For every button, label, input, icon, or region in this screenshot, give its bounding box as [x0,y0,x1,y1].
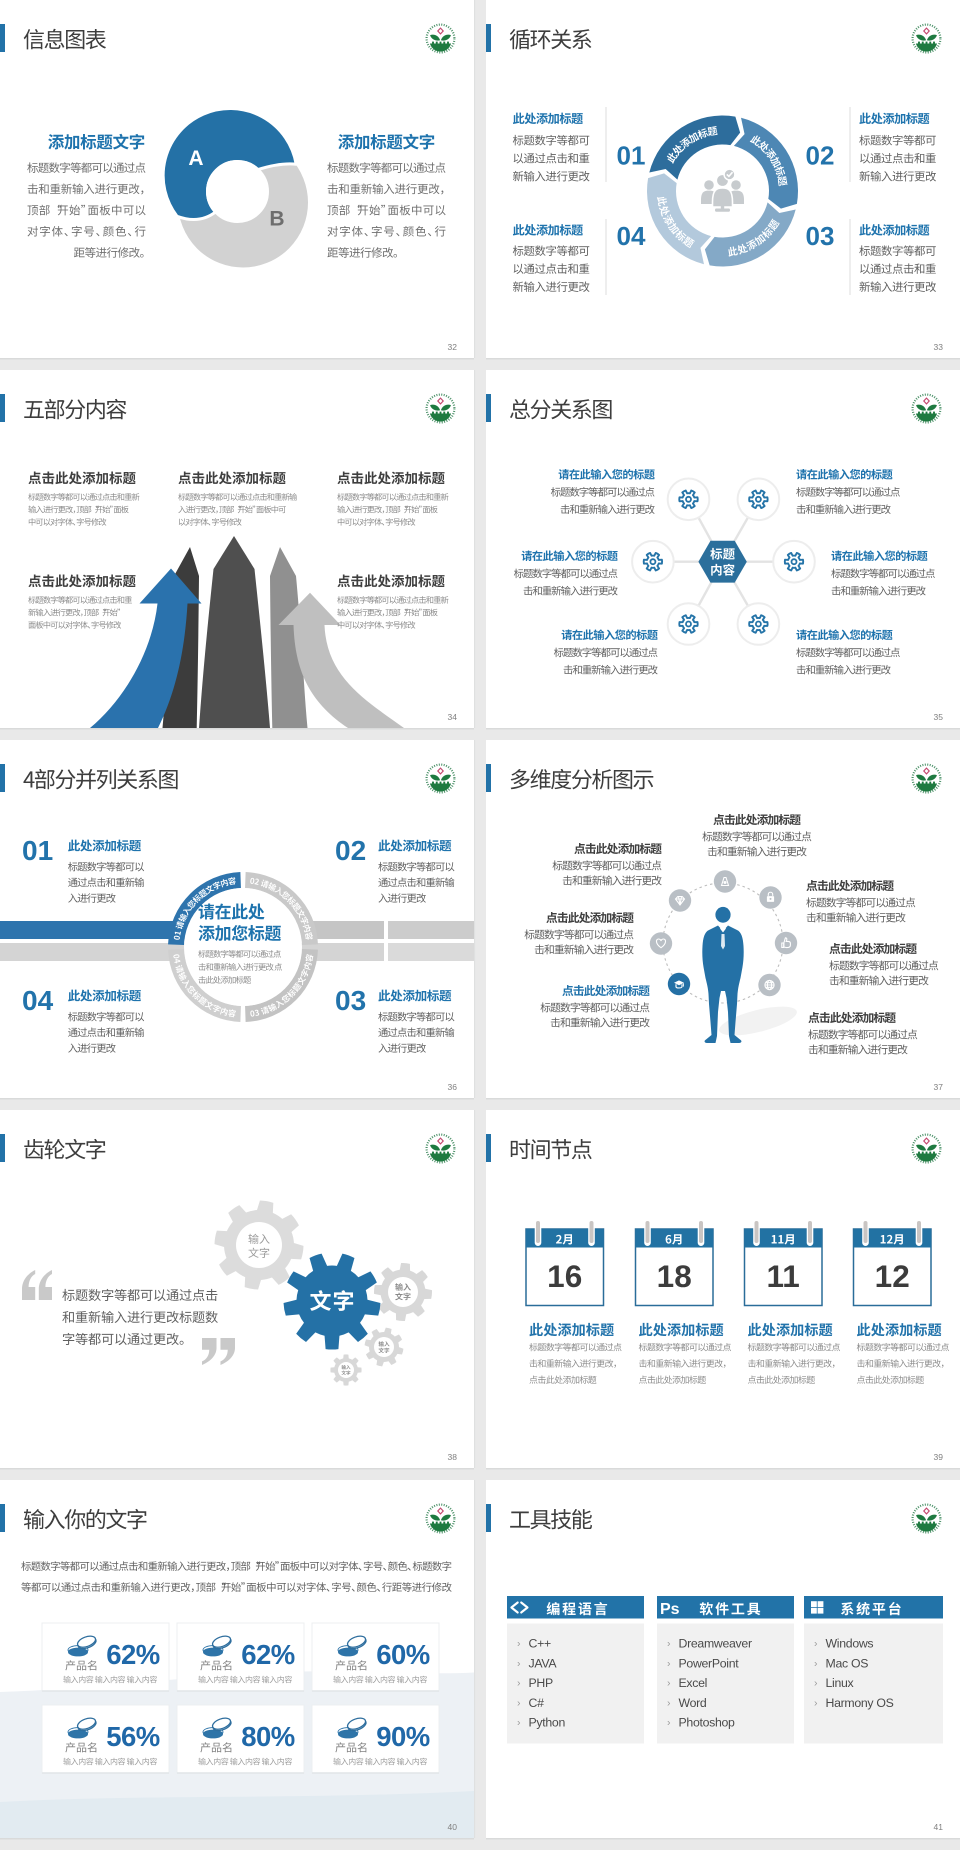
svg-text:Linux: Linux [826,1676,855,1690]
svg-text:80%: 80% [241,1721,295,1752]
svg-text:›: › [517,1717,521,1729]
svg-text:03: 03 [806,221,835,251]
svg-text:JAVA: JAVA [529,1656,558,1670]
svg-text:16: 16 [547,1258,582,1294]
svg-text:›: › [814,1677,818,1689]
svg-text:38: 38 [448,1452,458,1462]
svg-text:B: B [269,208,284,231]
svg-text:Excel: Excel [679,1676,708,1690]
svg-text:›: › [814,1638,818,1650]
svg-text:11: 11 [767,1258,800,1294]
svg-text:A: A [188,147,203,170]
svg-text:34: 34 [448,712,458,722]
svg-text:62%: 62% [106,1639,160,1670]
svg-text:Harmony OS: Harmony OS [826,1696,894,1710]
svg-text:56%: 56% [106,1721,160,1752]
svg-text:Python: Python [529,1716,566,1730]
svg-text:02: 02 [335,835,366,866]
svg-text:›: › [814,1657,818,1669]
svg-text:40: 40 [448,1822,458,1832]
svg-text:PowerPoint: PowerPoint [679,1656,740,1670]
svg-text:Photoshop: Photoshop [679,1716,736,1730]
svg-text:37: 37 [934,1082,944,1092]
svg-text:›: › [667,1717,671,1729]
svg-text:39: 39 [934,1452,944,1462]
svg-text:41: 41 [934,1822,944,1832]
svg-text:Windows: Windows [826,1637,874,1651]
svg-text:01: 01 [22,835,53,866]
svg-text:›: › [667,1697,671,1709]
svg-text:›: › [814,1697,818,1709]
svg-text:03: 03 [335,985,366,1016]
svg-text:Ps: Ps [660,1601,680,1618]
svg-text:32: 32 [448,342,458,352]
svg-text:33: 33 [934,342,944,352]
svg-text:62%: 62% [241,1639,295,1670]
svg-text:36: 36 [448,1082,458,1092]
svg-text:90%: 90% [376,1721,430,1752]
svg-text:›: › [517,1657,521,1669]
svg-text:35: 35 [934,712,944,722]
svg-text:Dreamweaver: Dreamweaver [679,1637,752,1651]
svg-text:›: › [667,1677,671,1689]
svg-text:Word: Word [679,1696,707,1710]
svg-text:01: 01 [617,141,646,171]
svg-text:›: › [667,1657,671,1669]
svg-text:Mac OS: Mac OS [826,1656,869,1670]
svg-text:PHP: PHP [529,1676,553,1690]
svg-text:02: 02 [806,141,835,171]
svg-text:04: 04 [617,221,646,251]
svg-text:›: › [517,1677,521,1689]
svg-text:18: 18 [657,1258,692,1294]
svg-text:›: › [517,1697,521,1709]
svg-text:C++: C++ [529,1637,551,1651]
svg-text:›: › [667,1638,671,1650]
svg-text:C#: C# [529,1696,545,1710]
svg-text:12: 12 [875,1258,910,1294]
svg-text:›: › [517,1638,521,1650]
svg-text:04: 04 [22,985,54,1016]
svg-text:60%: 60% [376,1639,430,1670]
